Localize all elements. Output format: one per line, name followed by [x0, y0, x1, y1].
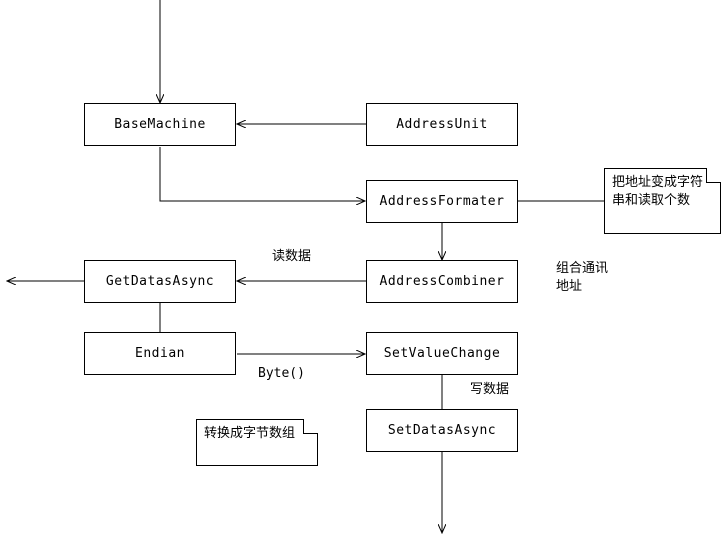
label-combine-comm-address: 组合通讯 地址 — [556, 261, 609, 294]
node-get-datas-async[interactable]: GetDatasAsync — [84, 260, 236, 303]
label-write-data: 写数据 — [470, 382, 510, 397]
edge-basemachine-to-addressformater — [159, 147, 365, 201]
node-label: AddressFormater — [379, 194, 505, 209]
node-label: AddressUnit — [396, 117, 488, 132]
note-text: 把地址变成字符串和读取个数 — [612, 175, 704, 208]
note-fold-corner-icon — [303, 419, 318, 434]
label-read-data: 读数据 — [272, 249, 312, 264]
node-set-value-change[interactable]: SetValueChange — [366, 332, 518, 375]
node-label: Endian — [135, 346, 185, 361]
note-address-string: 把地址变成字符串和读取个数 — [604, 168, 721, 234]
node-label: SetDatasAsync — [387, 423, 497, 438]
node-address-combiner[interactable]: AddressCombiner — [366, 260, 518, 303]
node-address-unit[interactable]: AddressUnit — [366, 103, 518, 146]
node-set-datas-async[interactable]: SetDatasAsync — [366, 409, 518, 452]
node-address-formater[interactable]: AddressFormater — [366, 180, 518, 223]
node-label: BaseMachine — [114, 117, 206, 132]
node-label: SetValueChange — [383, 346, 501, 361]
node-label: GetDatasAsync — [105, 274, 215, 289]
node-endian[interactable]: Endian — [84, 332, 236, 375]
note-byte-array: 转换成字节数组 — [196, 419, 318, 466]
label-byte-call: Byte() — [258, 366, 305, 381]
note-text: 转换成字节数组 — [204, 426, 296, 441]
note-fold-corner-icon — [706, 168, 721, 183]
node-base-machine[interactable]: BaseMachine — [84, 103, 236, 146]
node-label: AddressCombiner — [379, 274, 505, 289]
